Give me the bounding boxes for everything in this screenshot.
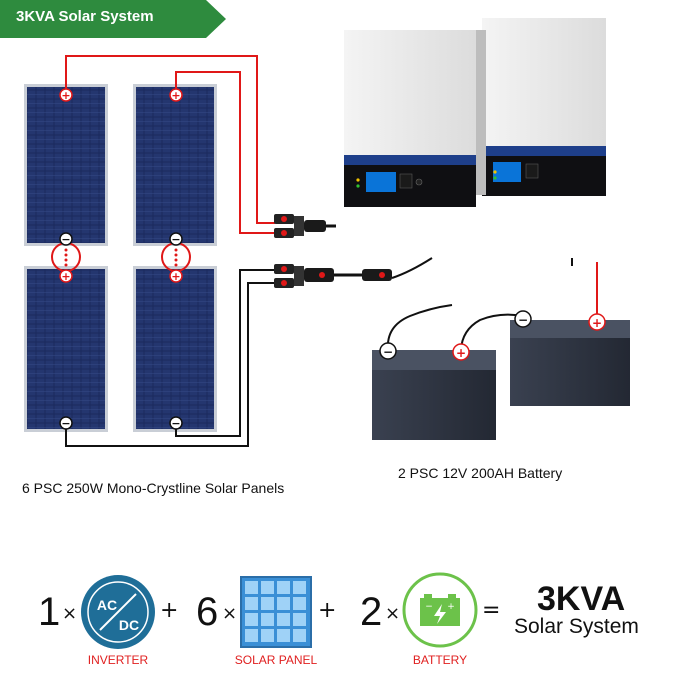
mc4-connector-top bbox=[274, 214, 336, 238]
svg-text:−: − bbox=[61, 417, 70, 430]
inverter-label: INVERTER bbox=[87, 653, 149, 667]
svg-text:−: − bbox=[383, 345, 393, 359]
svg-text:+: + bbox=[447, 602, 455, 612]
inverter-unit-front bbox=[344, 30, 486, 207]
mc4-connector-bottom bbox=[274, 264, 392, 288]
page-title: 3KVA Solar System bbox=[16, 8, 154, 25]
solar-panel-top-left bbox=[24, 84, 108, 246]
inverter-count: 1 bbox=[38, 590, 61, 634]
terminal-markers: + + − − + + − − bbox=[59, 88, 183, 430]
title-banner bbox=[0, 0, 226, 38]
svg-text:+: + bbox=[456, 346, 466, 360]
negative-wires bbox=[65, 257, 573, 447]
battery-count: 2 bbox=[360, 590, 383, 634]
wiring-diagram: + + − − + + − − bbox=[24, 18, 630, 447]
svg-text:+: + bbox=[171, 270, 180, 283]
result-subtitle: Solar System bbox=[514, 615, 639, 638]
inverter-icon: AC DC bbox=[81, 575, 155, 649]
svg-text:−: − bbox=[518, 313, 528, 327]
solar-panel-bottom-left bbox=[24, 266, 108, 432]
solar-panel-top-right bbox=[133, 84, 217, 246]
svg-text:−: − bbox=[425, 602, 433, 612]
svg-text:−: − bbox=[171, 417, 180, 430]
battery-label: BATTERY bbox=[412, 653, 468, 667]
battery-times: × bbox=[385, 603, 401, 624]
svg-text:DC: DC bbox=[119, 617, 139, 633]
svg-text:−: − bbox=[61, 233, 70, 246]
svg-text:+: + bbox=[61, 89, 70, 102]
plus-sign-2: + bbox=[318, 598, 337, 623]
battery-icon: − + bbox=[402, 572, 478, 648]
inverter-times: × bbox=[62, 603, 78, 624]
solar-panel-bottom-right bbox=[133, 266, 217, 432]
panel-count: 6 bbox=[196, 590, 219, 634]
positive-wires bbox=[65, 55, 598, 320]
solar-panel-icon bbox=[240, 576, 312, 648]
solar-panel-label: SOLAR PANEL bbox=[234, 653, 318, 667]
battery-unit-back: − + bbox=[510, 310, 630, 406]
svg-text:−: − bbox=[171, 233, 180, 246]
plus-sign-1: + bbox=[160, 598, 179, 623]
svg-text:+: + bbox=[61, 270, 70, 283]
inverter-unit-back bbox=[482, 18, 606, 196]
result-title: 3KVA bbox=[537, 580, 626, 618]
svg-text:+: + bbox=[592, 316, 602, 330]
battery-unit-front: − + bbox=[372, 342, 496, 440]
equals-sign: = bbox=[482, 598, 501, 623]
svg-text:+: + bbox=[171, 89, 180, 102]
svg-text:AC: AC bbox=[97, 597, 117, 613]
battery-caption: 2 PSC 12V 200AH Battery bbox=[398, 465, 563, 481]
panel-times: × bbox=[222, 603, 238, 624]
panels-caption: 6 PSC 250W Mono-Crystline Solar Panels bbox=[22, 480, 285, 496]
